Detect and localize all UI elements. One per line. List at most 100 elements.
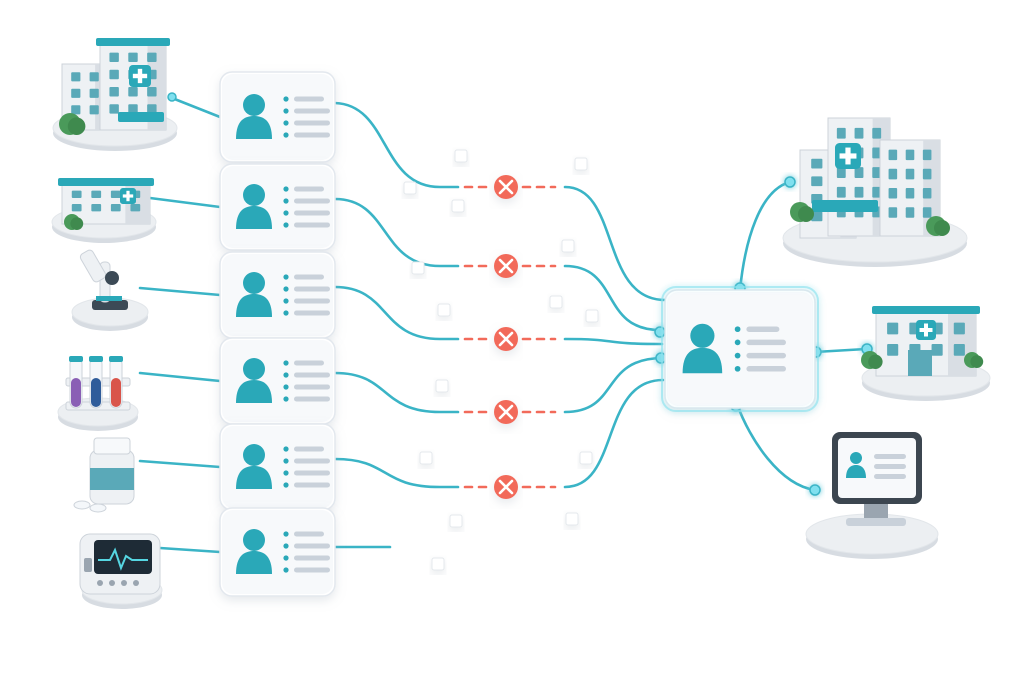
clinic <box>51 178 157 243</box>
floating-square <box>561 239 575 253</box>
person-icon <box>236 184 272 229</box>
patient-record-1 <box>219 71 336 163</box>
person-icon <box>236 94 272 139</box>
hub-glow <box>661 286 819 412</box>
source-link <box>138 371 222 383</box>
floating-squares <box>403 149 599 571</box>
error-x-icon <box>494 400 518 424</box>
tree-icon <box>790 202 814 222</box>
tree-icon <box>964 352 984 368</box>
error-to-hub-link <box>563 356 665 414</box>
medical-cross-icon <box>835 143 861 169</box>
entrance-canopy <box>812 200 878 212</box>
error-to-hub-link <box>563 264 662 332</box>
destinations <box>782 117 991 559</box>
source-link <box>158 546 222 554</box>
floating-square <box>454 149 468 163</box>
floating-square <box>437 303 451 317</box>
error-x-icon <box>494 254 518 278</box>
computer-monitor <box>805 432 939 559</box>
source-link <box>170 96 222 119</box>
test-tubes <box>57 356 139 431</box>
record-lines-icon <box>283 531 330 573</box>
error-to-hub-link <box>563 378 665 489</box>
record-to-error-link <box>333 457 460 489</box>
record-to-error-link <box>333 371 460 414</box>
tree-icon <box>926 216 950 236</box>
record-to-error-link <box>333 197 460 268</box>
patient-monitor <box>79 533 163 609</box>
record-lines-icon <box>734 326 786 372</box>
source-link <box>148 196 222 209</box>
floating-square <box>431 557 445 571</box>
hub-to-hospital-link <box>738 180 792 292</box>
medical-cross-icon <box>916 320 936 340</box>
floating-square <box>574 157 588 171</box>
record-lines-icon <box>283 446 330 488</box>
floating-square <box>411 261 425 275</box>
connection-node <box>784 176 796 188</box>
person-icon <box>236 444 272 489</box>
connection-node <box>167 92 177 102</box>
clinic-door <box>908 350 932 376</box>
person-icon <box>236 358 272 403</box>
floating-square <box>549 295 563 309</box>
microscope-icon <box>79 249 128 310</box>
error-to-hub-link <box>563 337 664 346</box>
patient-records <box>219 71 336 597</box>
patient-record-6 <box>219 507 336 597</box>
floating-square <box>585 309 599 323</box>
laboratory <box>71 249 149 331</box>
connection-node <box>654 326 666 338</box>
tree-icon <box>59 113 86 135</box>
record-to-error-link <box>333 101 460 189</box>
test-tubes-icon <box>65 356 131 411</box>
floating-square <box>451 199 465 213</box>
medicine-bottle-icon <box>73 437 135 513</box>
tower-right <box>879 139 941 237</box>
patient-record-4 <box>219 337 336 425</box>
hub-to-clinic-link <box>813 347 868 354</box>
error-x-icon <box>494 175 518 199</box>
hospital-tower <box>782 117 968 267</box>
connection-node <box>809 484 821 496</box>
floating-square <box>565 512 579 526</box>
person-icon <box>682 323 723 374</box>
medical-cross-icon <box>120 188 136 204</box>
record-lines-icon <box>283 360 330 402</box>
computer-monitor-icon <box>832 432 922 526</box>
patient-record-2 <box>219 163 336 251</box>
tree-icon <box>861 351 883 369</box>
unified-patient-record <box>661 286 819 412</box>
pharmacy <box>73 437 135 513</box>
ecg-monitor-icon <box>79 533 161 595</box>
person-icon <box>236 272 272 317</box>
data-sources <box>51 38 178 609</box>
source-link <box>138 459 222 469</box>
patient-record-5 <box>219 423 336 511</box>
hospital-large <box>52 38 178 151</box>
floating-square <box>449 514 463 528</box>
patient-record-3 <box>219 251 336 339</box>
source-link <box>138 286 222 297</box>
floating-square <box>435 379 449 393</box>
clinic-small <box>861 306 991 401</box>
floating-square <box>403 181 417 195</box>
medical-cross-icon <box>129 65 151 87</box>
hub-group <box>661 286 819 412</box>
tree-icon <box>64 214 84 231</box>
record-lines-icon <box>283 96 330 138</box>
record-to-error-link <box>333 285 460 341</box>
error-x-icon <box>494 475 518 499</box>
error-x-icon <box>494 327 518 351</box>
record-lines-icon <box>283 274 330 316</box>
hub-to-monitor-link <box>735 402 817 492</box>
entrance-canopy <box>118 112 164 122</box>
person-icon <box>236 529 272 574</box>
error-to-hub-link <box>563 185 667 302</box>
record-lines-icon <box>283 186 330 228</box>
floating-square <box>579 451 593 465</box>
floating-square <box>419 451 433 465</box>
